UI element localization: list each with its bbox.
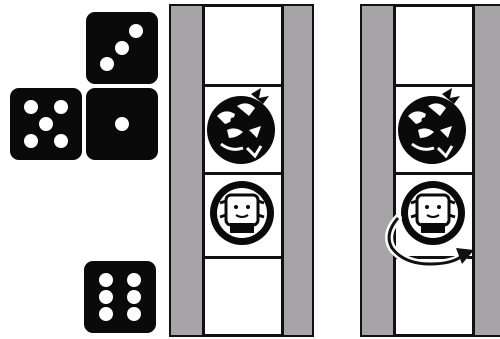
enemy-creature-icon[interactable] [394, 86, 476, 168]
enemy-creature-icon[interactable] [203, 86, 285, 168]
lane-divider [205, 172, 281, 175]
board-after [360, 4, 500, 337]
pip [99, 307, 113, 321]
pip [127, 290, 141, 304]
pip [54, 100, 68, 114]
pip [115, 117, 129, 131]
pip [24, 100, 38, 114]
pip [39, 117, 53, 131]
player-robot-icon[interactable] [205, 176, 283, 252]
board-before [169, 4, 314, 337]
pip [54, 134, 68, 148]
pip [100, 57, 114, 71]
die-six [84, 261, 156, 333]
pip [99, 273, 113, 287]
lane-divider [396, 172, 472, 175]
lane [202, 4, 284, 337]
pip [115, 41, 129, 55]
pip [99, 290, 113, 304]
lane [393, 4, 475, 337]
lane-divider [205, 256, 281, 259]
die-five [10, 88, 82, 160]
rotate-arrow-icon [378, 204, 482, 272]
pip [24, 134, 38, 148]
pip [127, 273, 141, 287]
die-one [86, 88, 158, 160]
pip [129, 24, 143, 38]
pip [127, 307, 141, 321]
die-three [86, 12, 158, 84]
